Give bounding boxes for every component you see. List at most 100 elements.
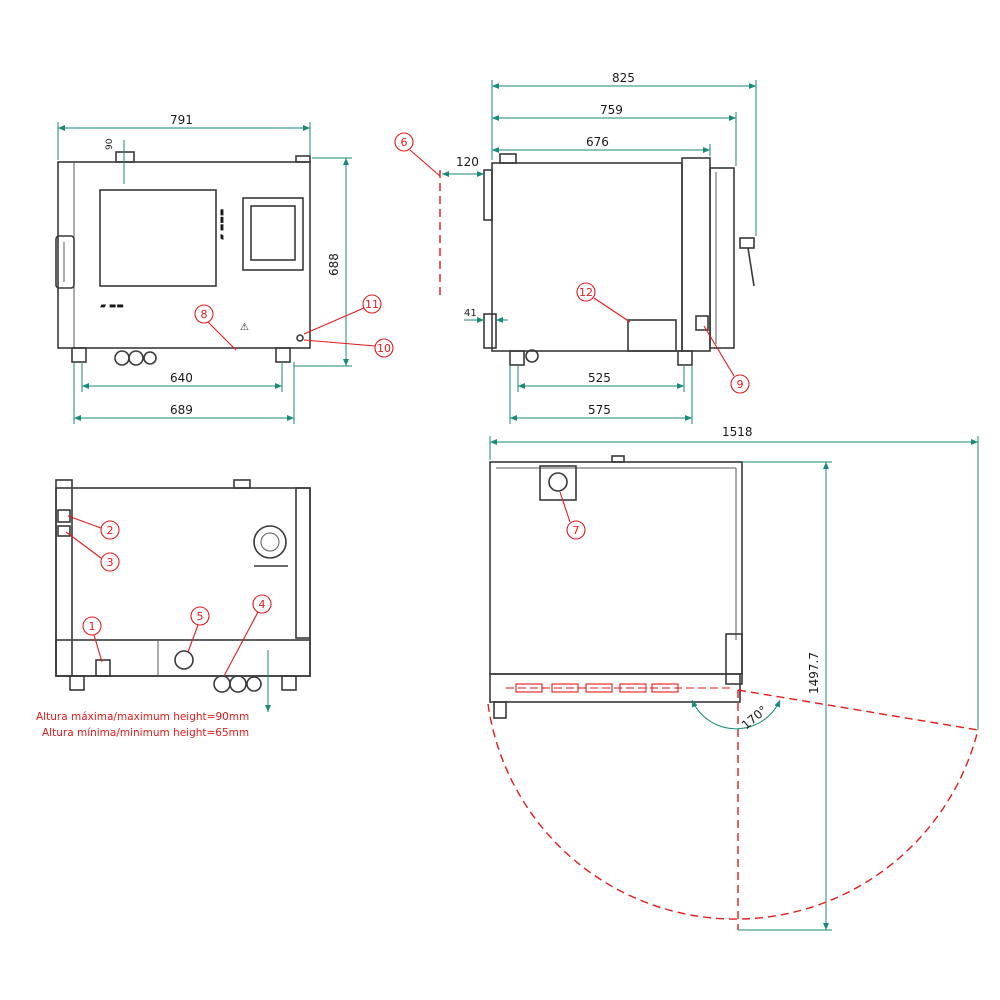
- rear-base: [55, 639, 311, 677]
- top-door: [489, 673, 741, 703]
- door-slot-2: [551, 683, 579, 693]
- callout-11-circle: [362, 294, 382, 314]
- dim-689: 689: [170, 403, 193, 417]
- callout-2: 2: [107, 524, 114, 537]
- side-foot-rear: [509, 350, 525, 366]
- callout-4-circle: [252, 594, 272, 614]
- dim-1497: 1497.7: [807, 652, 821, 694]
- door-slot-4: [619, 683, 647, 693]
- callout-2-circle: [100, 520, 120, 540]
- rear-body: [55, 487, 311, 677]
- side-top-vent: [499, 153, 517, 164]
- callout-5-circle: [190, 606, 210, 626]
- side-body: [491, 162, 683, 352]
- front-hose-2: [128, 350, 144, 366]
- side-door: [709, 167, 735, 349]
- side-rear-connector: [483, 313, 497, 349]
- door-slot-1: [515, 683, 543, 693]
- side-view: [483, 153, 755, 366]
- safety-symbol: ⚠: [240, 322, 249, 333]
- callout-10-circle: [374, 338, 394, 358]
- side-dimensions: 825 759 676 120 41 525 575: [442, 71, 757, 424]
- dim-759: 759: [600, 103, 623, 117]
- callout-6: 6: [401, 136, 408, 149]
- dim-1518: 1518: [722, 425, 753, 439]
- top-foot: [493, 701, 507, 719]
- callouts: 6 8 11 10 12 9 2 3 1 5: [65, 132, 750, 677]
- callout-7: 7: [573, 524, 580, 537]
- callout-1: 1: [89, 620, 96, 633]
- rear-foot-right: [281, 675, 297, 691]
- callout-8-circle: [194, 304, 214, 324]
- rear-view: [55, 479, 311, 712]
- side-handle-bar: [747, 247, 755, 287]
- dim-825: 825: [612, 71, 635, 85]
- door-max-line: [737, 689, 979, 731]
- callout-3-circle: [100, 552, 120, 572]
- front-glass-window: [99, 189, 217, 287]
- rear-hose-a: [213, 675, 231, 693]
- dim-640: 640: [170, 371, 193, 385]
- front-hose-3: [143, 351, 157, 365]
- front-hose-1: [114, 350, 130, 366]
- side-panel-12: [627, 319, 677, 352]
- callout-9-circle: [730, 374, 750, 394]
- side-rear-panel: [483, 169, 493, 221]
- callout-6-circle: [394, 132, 414, 152]
- callout-7-circle: [566, 520, 586, 540]
- top-chimney: [548, 472, 568, 492]
- brand-logo-front: ▰ ▬▬: [100, 301, 124, 310]
- front-dimensions: 791 90 688 640 689: [57, 113, 352, 424]
- rear-drain-1: [95, 659, 111, 677]
- control-panel-frame: [242, 197, 304, 271]
- side-switch-9: [695, 315, 709, 331]
- top-hinge: [725, 633, 743, 685]
- dim-676: 676: [586, 135, 609, 149]
- front-top-corner: [295, 155, 311, 163]
- front-top-vent: [115, 151, 135, 163]
- callout-9: 9: [737, 378, 744, 391]
- callout-11: 11: [365, 298, 379, 311]
- callout-1-circle: [82, 616, 102, 636]
- door-slot-5: [651, 683, 679, 693]
- rear-water-inlet-5: [174, 650, 194, 670]
- dim-90: 90: [105, 138, 115, 150]
- callout-12: 12: [579, 286, 593, 299]
- rear-top-vent: [233, 479, 251, 489]
- callout-8: 8: [201, 308, 208, 321]
- dim-120: 120: [456, 155, 479, 169]
- angle-arc: [691, 699, 781, 730]
- top-dimensions: 1518 1497.7: [489, 425, 979, 931]
- front-connector: [296, 334, 304, 342]
- side-foot-front: [677, 350, 693, 366]
- front-body: [57, 161, 311, 349]
- side-handle-knob: [739, 237, 755, 249]
- dim-170: 170°: [739, 703, 770, 732]
- callout-4: 4: [259, 598, 266, 611]
- note-min-height: Altura mínima/minimum height=65mm: [42, 727, 249, 739]
- rear-right-column: [295, 487, 311, 639]
- side-hose: [525, 349, 539, 363]
- brand-logo-side: ▰ ▬▬▬: [217, 209, 226, 240]
- callout-3: 3: [107, 556, 114, 569]
- rear-connector-3: [57, 525, 71, 537]
- top-body: [489, 461, 743, 675]
- rear-connector-2: [57, 509, 71, 523]
- callout-5: 5: [197, 610, 204, 623]
- dim-41: 41: [464, 308, 477, 319]
- door-swing-arc: [487, 703, 979, 920]
- top-view: [489, 455, 743, 719]
- door-handle: [55, 235, 75, 289]
- rear-foot-left: [69, 675, 85, 691]
- front-foot-left: [71, 347, 87, 363]
- dim-791: 791: [170, 113, 193, 127]
- rear-fan: [253, 525, 287, 559]
- dim-525: 525: [588, 371, 611, 385]
- touch-screen: [250, 205, 296, 261]
- door-slot-3: [585, 683, 613, 693]
- top-chimney-box: [539, 465, 577, 501]
- front-view: ▰ ▬▬ ▰ ▬▬▬ ⚠: [55, 151, 311, 366]
- callout-12-circle: [576, 282, 596, 302]
- dim-688: 688: [327, 253, 341, 276]
